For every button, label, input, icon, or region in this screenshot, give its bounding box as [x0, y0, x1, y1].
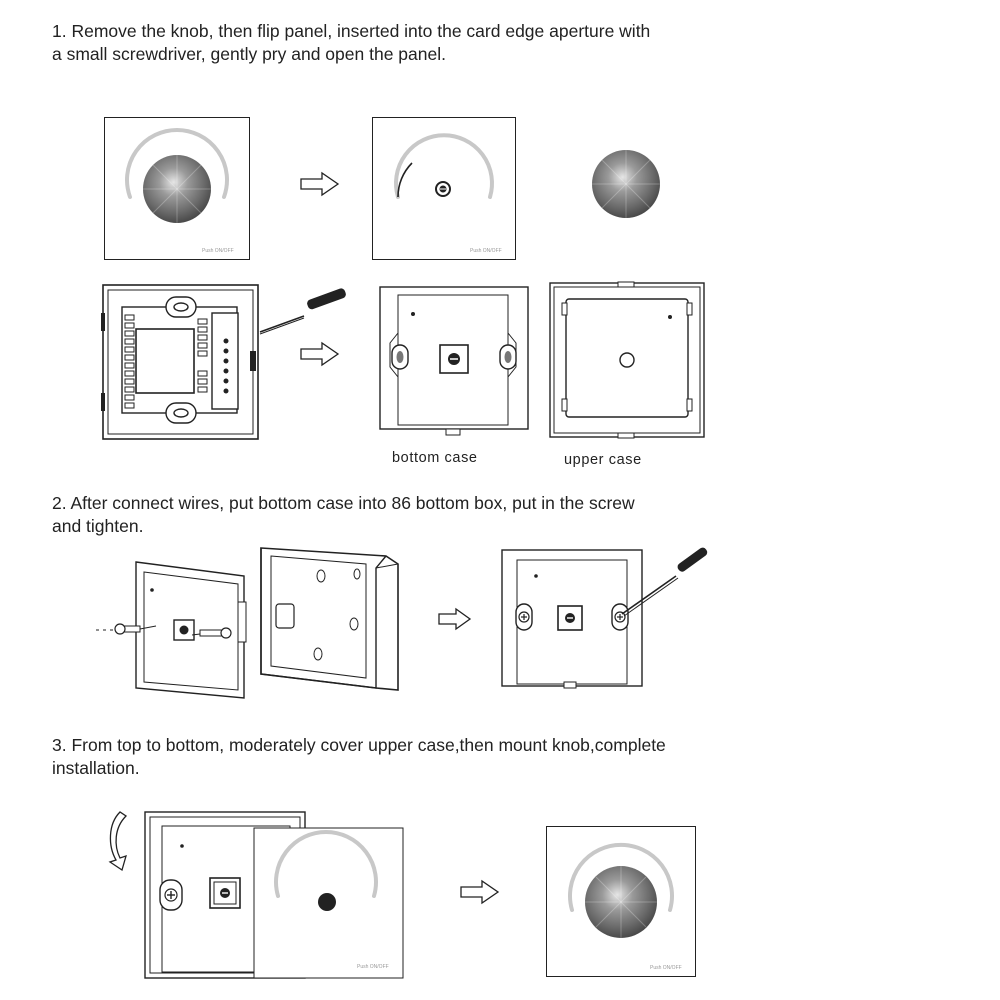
- panel-without-knob-figure: Push ON/OFF: [372, 117, 516, 260]
- arrow-right-icon: [460, 879, 500, 905]
- step-1-instruction: 1. Remove the knob, then flip panel, ins…: [52, 20, 650, 66]
- knob-icon: [585, 866, 657, 938]
- screwdriver-icon: [621, 547, 708, 617]
- screw-slot-icon: [165, 296, 197, 424]
- bottom-case-perspective: [135, 561, 247, 699]
- curved-arrow-down-icon: [108, 811, 128, 872]
- step-3-line-2: installation.: [52, 758, 140, 778]
- bottom-case-installed-figure: [501, 547, 708, 689]
- front-panel-with-knob-figure: Push ON/OFF: [104, 117, 250, 260]
- removed-knob-icon: [592, 150, 660, 218]
- shaft-hole-icon: [619, 352, 635, 368]
- upper-panel-front: Push ON/OFF: [253, 827, 404, 979]
- panel-label: Push ON/OFF: [357, 964, 389, 970]
- step-1-line-2: a small screwdriver, gently pry and open…: [52, 44, 446, 64]
- arrow-right-icon: [300, 341, 340, 367]
- step-2-instruction: 2. After connect wires, put bottom case …: [52, 492, 635, 538]
- arrow-right-icon: [300, 171, 340, 197]
- shaft-icon: [435, 181, 451, 197]
- step-3-instruction: 3. From top to bottom, moderately cover …: [52, 734, 666, 780]
- upper-case-caption: upper case: [564, 452, 642, 468]
- step-3-line-1: 3. From top to bottom, moderately cover …: [52, 735, 666, 755]
- bottom-case-figure: [379, 286, 529, 436]
- 86-bottom-box: [260, 547, 399, 691]
- completed-installation-figure: Push ON/OFF: [546, 826, 696, 977]
- screwdriver-icon: [259, 288, 346, 335]
- panel-label: Push ON/OFF: [202, 248, 234, 254]
- upper-case-covering-figure: Push ON/OFF: [144, 811, 404, 979]
- step-2-line-2: and tighten.: [52, 516, 144, 536]
- bottom-case-into-box-figure: [96, 547, 399, 699]
- screw-icon: [159, 879, 183, 911]
- panel-back-pcb-figure: [101, 284, 346, 440]
- screw-slot-icon: [391, 344, 517, 370]
- panel-label: Push ON/OFF: [470, 248, 502, 254]
- shaft-icon: [318, 893, 336, 911]
- panel-label: Push ON/OFF: [650, 965, 682, 971]
- bottom-case-caption: bottom case: [392, 450, 478, 466]
- knob-icon: [143, 155, 211, 223]
- step-1-line-1: 1. Remove the knob, then flip panel, ins…: [52, 21, 651, 41]
- step-2-line-1: 2. After connect wires, put bottom case …: [52, 493, 635, 513]
- screw-icon: [96, 623, 232, 639]
- upper-case-figure: [549, 281, 705, 439]
- arrow-right-icon: [438, 607, 472, 631]
- shaft-icon: [439, 344, 469, 374]
